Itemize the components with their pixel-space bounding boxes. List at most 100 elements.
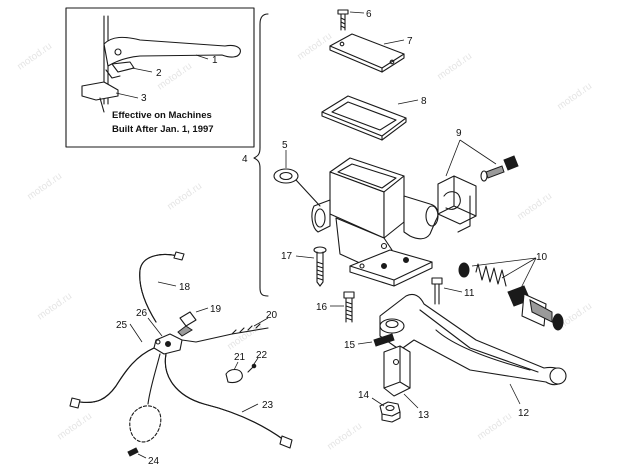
callout-1: 1 (212, 55, 218, 66)
watermark-text: motod.ru (35, 291, 74, 323)
lock-nut: 14 (358, 390, 401, 423)
clamp-saddle (443, 191, 461, 210)
leader-line (195, 54, 209, 60)
inset-lever (103, 36, 241, 67)
bracket-body (383, 345, 411, 397)
bracket-hole (392, 358, 400, 366)
junction-port (155, 339, 161, 345)
leader-line (509, 383, 521, 405)
brake-lines: 18 26 19 20 25 23 (69, 251, 293, 467)
inset-note-line2: Built After Jan. 1, 1997 (112, 124, 214, 135)
brake-line-secondary (147, 353, 161, 405)
leader-line (253, 357, 259, 365)
mount-bolt-17: 17 (281, 246, 327, 287)
callout-25: 25 (116, 320, 128, 331)
callout-9: 9 (456, 128, 462, 139)
nut-hex (379, 401, 401, 417)
cylinder-bore (403, 195, 439, 240)
gasket-hole (403, 257, 409, 263)
callout-18: 18 (179, 282, 191, 293)
callout-11: 11 (464, 288, 475, 299)
callout-5: 5 (282, 140, 288, 151)
line-25-fitting (69, 397, 81, 409)
junction-port (165, 341, 171, 347)
inset-clip (111, 61, 135, 73)
washer-guide-line (295, 179, 321, 207)
leader-line (383, 39, 405, 45)
callout-2: 2 (156, 68, 162, 79)
leader-line (443, 287, 463, 293)
bracket-edges (383, 345, 411, 389)
brake-line-25-outer (79, 347, 155, 404)
lever-slot (435, 329, 531, 371)
hose-18-inner (139, 253, 179, 323)
watermark-text: motod.ru (15, 41, 54, 73)
callout-13: 13 (418, 410, 430, 421)
bolt-24 (127, 447, 139, 457)
callout-26: 26 (136, 308, 148, 319)
gasket-plate (349, 249, 433, 287)
pivot-bolt-head (431, 277, 443, 285)
piston-seal (458, 262, 470, 278)
master-cylinder-body (295, 157, 439, 265)
leader-line (195, 307, 209, 313)
inset-bracket-tab (99, 97, 105, 113)
screw-6: 6 (337, 9, 372, 31)
piston-end (552, 313, 564, 331)
mount-bolt-16: 16 (316, 291, 355, 323)
callout-12: 12 (518, 408, 530, 419)
assembly-bracket (253, 13, 269, 297)
leader-line (115, 92, 139, 99)
leader-line (445, 139, 497, 177)
bolt-thread (345, 301, 353, 321)
watermark-text: motod.ru (55, 411, 94, 443)
bolt-head (343, 291, 355, 299)
callout-20: 20 (266, 310, 278, 321)
diaphragm-outer (321, 95, 407, 137)
clamp-washer (480, 170, 488, 182)
diaphragm: 8 (321, 95, 427, 141)
piston-kit: 10 (458, 252, 564, 331)
reservoir-cover: 7 (329, 33, 413, 73)
inset-lever-pivot (114, 48, 122, 56)
watermark-text: motod.ru (435, 51, 474, 83)
diaphragm-inner (331, 101, 397, 131)
lever-rib (419, 309, 539, 373)
brake-line-23-outer (164, 353, 285, 441)
leader-line (371, 397, 385, 407)
callout-4: 4 (242, 154, 248, 165)
clamp-edges (437, 175, 477, 217)
fitting-19-nut (177, 325, 193, 337)
piston-spring (475, 263, 507, 287)
lever-bracket: 13 (383, 345, 430, 421)
callout-10: 10 (536, 252, 548, 263)
watermark-text: motod.ru (515, 191, 554, 223)
brake-lever: 12 (379, 293, 567, 419)
inset-note-line1: Effective on Machines (112, 110, 212, 121)
clamp-bolt-shank (485, 165, 505, 179)
brake-line-20 (181, 327, 269, 343)
bolt-thread (316, 261, 324, 281)
callout-21: 21 (234, 352, 246, 363)
bore-opening (425, 205, 439, 227)
callout-14: 14 (358, 390, 370, 401)
bolt-head (313, 246, 327, 254)
callout-17: 17 (281, 251, 293, 262)
diaphragm-edge (321, 111, 407, 141)
leader-line (129, 323, 143, 343)
callout-3: 3 (141, 93, 147, 104)
leader-line (147, 317, 163, 337)
leader-line (157, 281, 177, 287)
reservoir-opening (337, 163, 397, 189)
inset-bracket (81, 81, 119, 101)
brake-line-25-inner (79, 347, 155, 404)
callout-16: 16 (316, 302, 328, 313)
watermark-text: motod.ru (165, 181, 204, 213)
leader-line (131, 67, 153, 73)
cover-edge-side (381, 53, 405, 73)
leader-line (241, 403, 259, 413)
clamp-leg (457, 195, 471, 233)
leader-line (357, 341, 373, 345)
seal-washer: 5 (273, 140, 299, 184)
